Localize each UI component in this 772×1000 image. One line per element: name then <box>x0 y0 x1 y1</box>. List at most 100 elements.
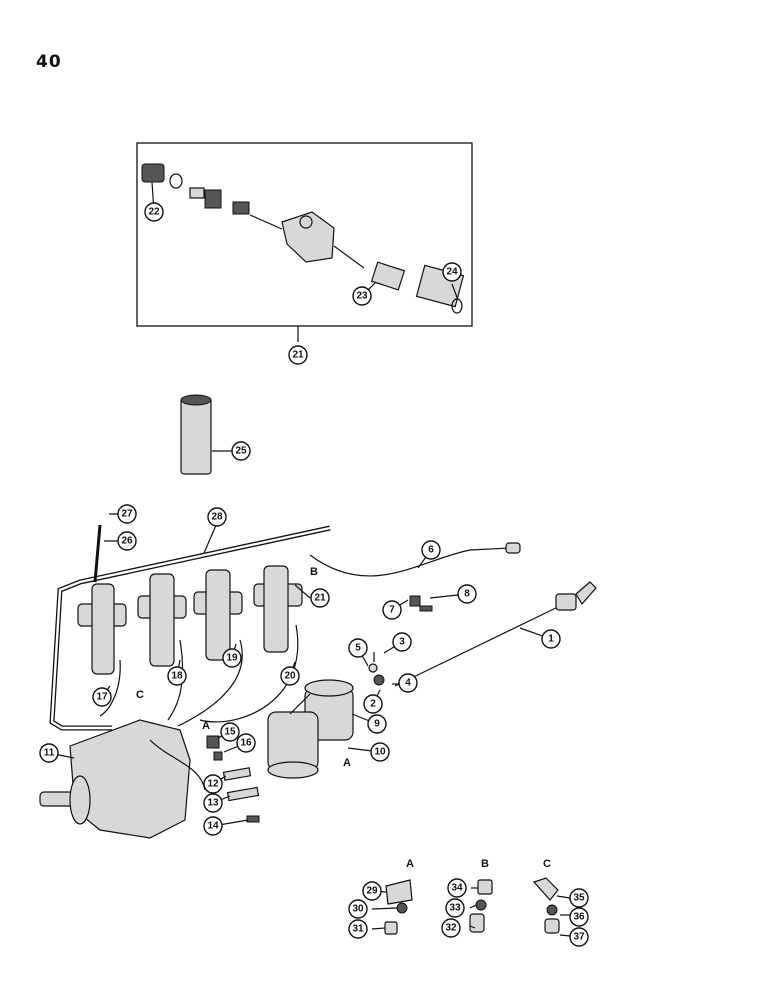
callout-18: 18 <box>167 666 187 686</box>
callout-28: 28 <box>207 507 227 527</box>
callout-circle <box>447 878 467 898</box>
callout-number: 21 <box>314 593 326 604</box>
callout-circle <box>445 898 465 918</box>
callout-circle <box>352 286 372 306</box>
callout-circle <box>203 774 223 794</box>
injection-pump-11 <box>39 719 206 839</box>
callout-circle <box>541 629 561 649</box>
callout-number: 35 <box>573 893 585 904</box>
callout-32: 32 <box>441 918 461 938</box>
callout-36: 36 <box>569 907 589 927</box>
callout-circle <box>220 722 240 742</box>
callout-circle <box>348 899 368 919</box>
callout-27: 27 <box>117 504 137 524</box>
callout-number: 19 <box>226 653 238 664</box>
callout-5: 5 <box>348 638 368 658</box>
callout-number: 4 <box>405 678 411 689</box>
callout-22: 22 <box>144 202 164 222</box>
callout-25: 25 <box>231 441 251 461</box>
callout-number: 16 <box>240 738 252 749</box>
callout-number: 30 <box>352 904 364 915</box>
callout-number: 22 <box>148 207 160 218</box>
callout-number: 20 <box>284 671 296 682</box>
callout-21: 21 <box>310 588 330 608</box>
callout-number: 32 <box>445 923 457 934</box>
callout-circle <box>236 733 256 753</box>
callout-number: 15 <box>224 727 236 738</box>
callout-circle <box>348 638 368 658</box>
callout-circle <box>421 540 441 560</box>
callout-number: 37 <box>573 932 585 943</box>
callout-number: 26 <box>121 536 133 547</box>
callout-number: 18 <box>171 671 183 682</box>
callout-circle <box>117 504 137 524</box>
callout-number: 2 <box>370 699 376 710</box>
callout-9: 9 <box>367 714 387 734</box>
callout-number: 12 <box>207 779 219 790</box>
callout-number: 9 <box>374 719 380 730</box>
callout-number: 36 <box>573 912 585 923</box>
callout-circle <box>92 687 112 707</box>
callout-number: 11 <box>44 748 55 759</box>
callout-31: 31 <box>348 919 368 939</box>
callout-number: 10 <box>374 747 386 758</box>
callout-29: 29 <box>362 881 382 901</box>
callout-circle <box>310 588 330 608</box>
callout-26: 26 <box>117 531 137 551</box>
callout-34: 34 <box>447 878 467 898</box>
callout-23: 23 <box>352 286 372 306</box>
callout-number: 23 <box>356 291 368 302</box>
callout-37: 37 <box>569 927 589 947</box>
callout-circle <box>569 927 589 947</box>
callout-number: 27 <box>121 509 133 520</box>
callout-circle <box>144 202 164 222</box>
callout-circle <box>442 262 462 282</box>
inset-frame <box>136 142 473 327</box>
callout-14: 14 <box>203 816 223 836</box>
inline-letter-c: C <box>136 689 144 701</box>
injector-exploded-parts <box>141 163 465 314</box>
callout-number: 24 <box>446 267 458 278</box>
callout-circle <box>398 673 418 693</box>
inline-letter-b: B <box>310 566 318 578</box>
callout-circle <box>203 793 223 813</box>
fuel-filter-9 <box>267 679 354 779</box>
callout-6: 6 <box>421 540 441 560</box>
callout-19: 19 <box>222 648 242 668</box>
callout-number: 6 <box>428 545 434 556</box>
callout-16: 16 <box>236 733 256 753</box>
callout-number: 14 <box>207 821 219 832</box>
callout-17: 17 <box>92 687 112 707</box>
callout-circle <box>363 694 383 714</box>
callout-number: 21 <box>292 350 304 361</box>
callout-20: 20 <box>280 666 300 686</box>
callout-33: 33 <box>445 898 465 918</box>
callout-circle <box>280 666 300 686</box>
callout-number: 1 <box>548 634 554 645</box>
callout-number: 34 <box>451 883 463 894</box>
inline-letter-a: A <box>202 720 210 732</box>
callout-number: 33 <box>449 903 461 914</box>
callout-2: 2 <box>363 694 383 714</box>
callout-circle <box>362 881 382 901</box>
fitting-details <box>384 877 560 935</box>
injector-sleeve-25 <box>180 394 212 475</box>
callout-circle <box>348 919 368 939</box>
group-letter-a: A <box>406 858 414 870</box>
callout-circle <box>382 600 402 620</box>
callout-circle <box>441 918 461 938</box>
callout-13: 13 <box>203 793 223 813</box>
callout-number: 17 <box>96 692 108 703</box>
callout-7: 7 <box>382 600 402 620</box>
callout-number: 31 <box>352 924 364 935</box>
callout-12: 12 <box>203 774 223 794</box>
callout-35: 35 <box>569 888 589 908</box>
callout-group: 1234567891011121314151617181920212122232… <box>39 202 589 947</box>
callout-circle <box>203 816 223 836</box>
callout-number: 13 <box>207 798 219 809</box>
fuel-injectors-and-lines <box>49 524 521 731</box>
group-letter-b: B <box>481 858 489 870</box>
callout-number: 25 <box>235 446 247 457</box>
callout-number: 3 <box>399 637 405 648</box>
